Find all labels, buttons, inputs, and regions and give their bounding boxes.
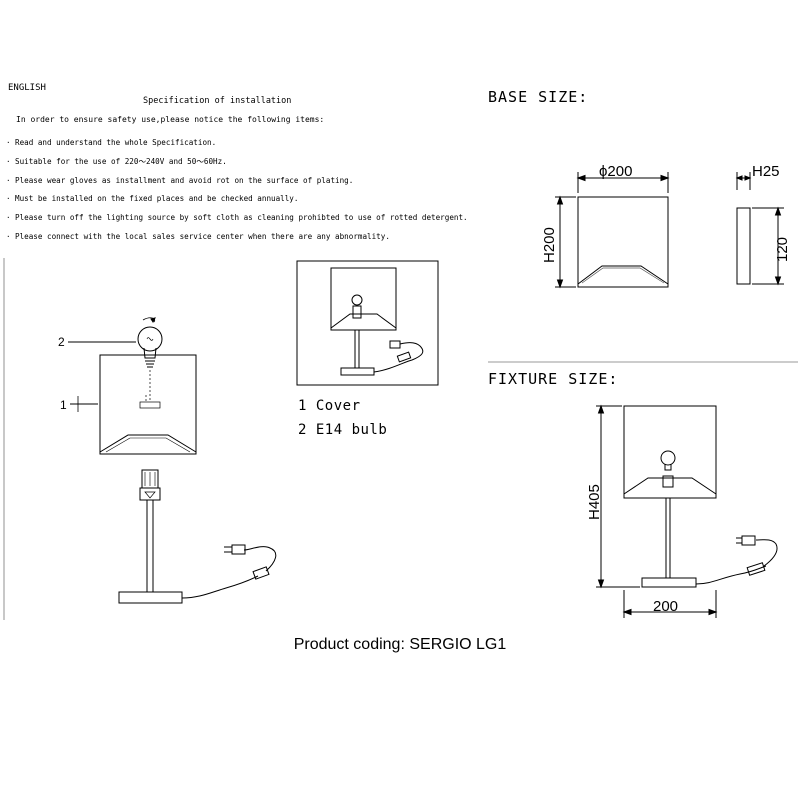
spec-title: Specification of installation: [143, 96, 292, 106]
dim-side-height: 120: [774, 237, 791, 262]
base-front-view: [555, 172, 670, 289]
bullet-icon: ·: [6, 213, 11, 223]
bullet-icon: ·: [6, 231, 11, 241]
dim-fixture-width: 200: [653, 598, 678, 615]
preview-view: [296, 260, 439, 386]
instruction-item: ·Please turn off the lighting source by …: [6, 209, 468, 228]
exploded-view: [68, 317, 277, 604]
dim-shade-depth: H25: [752, 163, 780, 180]
dim-base-diameter: ϕ200: [599, 163, 632, 180]
instruction-item: ·Please wear gloves as installment and a…: [6, 172, 468, 191]
bullet-icon: ·: [6, 138, 11, 147]
callout-cover: 1: [60, 398, 67, 412]
base-size-heading: BASE SIZE:: [488, 88, 589, 106]
fixture-view: [596, 404, 778, 618]
instruction-item: ·Suitable for the use of 220～240V and 50…: [6, 153, 468, 172]
instruction-item: ·Please connect with the local sales ser…: [6, 228, 468, 247]
base-side-view: [735, 172, 784, 286]
bulb-icon: [137, 317, 163, 368]
dim-base-height: H200: [541, 227, 558, 263]
instruction-item: ·Read and understand the whole Specifica…: [6, 134, 468, 153]
product-coding: Product coding: SERGIO LG1: [293, 636, 507, 653]
bullet-icon: ·: [6, 194, 11, 204]
fixture-size-heading: FIXTURE SIZE:: [488, 370, 619, 388]
bullet-icon: ·: [6, 175, 11, 185]
callout-bulb: 2: [58, 335, 65, 349]
instruction-item: ·Must be installed on the fixed places a…: [6, 190, 468, 209]
legend-cover: 1 Cover: [298, 398, 361, 414]
language-label: ENGLISH: [8, 83, 46, 93]
bullet-icon: ·: [6, 156, 11, 166]
intro-text: In order to ensure safety use,please not…: [16, 115, 325, 124]
instruction-list: ·Read and understand the whole Specifica…: [6, 134, 468, 247]
dim-fixture-height: H405: [586, 484, 603, 520]
legend-bulb: 2 E14 bulb: [298, 422, 388, 438]
